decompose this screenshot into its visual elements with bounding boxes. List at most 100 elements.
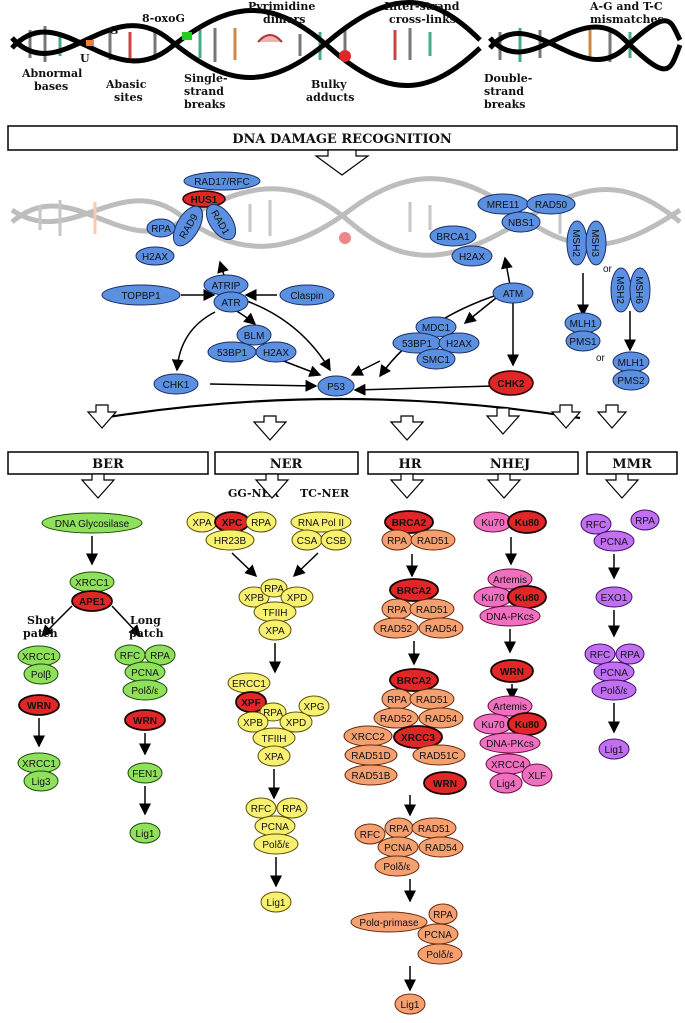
nhej-title: NHEJ: [490, 457, 530, 472]
hollow-arrows-top: [86, 404, 628, 441]
damage-interstrand-1: Inter-strand: [384, 0, 460, 13]
claspin-node[interactable]: [279, 284, 335, 306]
xpd2-node[interactable]: [279, 711, 313, 733]
rad51c-node-2[interactable]: [412, 744, 466, 766]
ner-lig1-label: Lig1: [267, 898, 286, 909]
brca1-node[interactable]: [429, 225, 477, 247]
dnapkcs-node-2[interactable]: [479, 732, 541, 754]
hus1-node[interactable]: [182, 190, 226, 208]
brca2-node-2[interactable]: [389, 578, 439, 602]
rad50-node[interactable]: [526, 193, 576, 215]
msh3-node[interactable]: [585, 220, 607, 266]
pms1-node[interactable]: [565, 330, 601, 352]
rpa-node[interactable]: [146, 218, 176, 238]
hr23b-node[interactable]: [205, 529, 255, 551]
dnapkcs-node-1[interactable]: [479, 605, 541, 627]
smc1-node[interactable]: [416, 348, 456, 370]
xpa2-node[interactable]: [258, 619, 292, 641]
ercc1-label: ERCC1: [232, 679, 266, 690]
msh6-node[interactable]: [629, 267, 651, 313]
ner-pol-node[interactable]: [253, 833, 299, 855]
brca2-node-3[interactable]: [389, 668, 439, 692]
hr-rad54c-node[interactable]: [418, 836, 464, 858]
hr-rad54b-node[interactable]: [418, 707, 464, 729]
rna-pol-node[interactable]: [290, 511, 352, 533]
hr-pol2-node[interactable]: [417, 943, 463, 965]
hr-rpa4-label: RPA: [389, 824, 409, 835]
sp-wrn-node[interactable]: [18, 694, 60, 716]
lig3-node[interactable]: [23, 770, 59, 792]
exo1-node[interactable]: [595, 586, 633, 608]
xlf-node[interactable]: [521, 763, 553, 787]
pms2-node[interactable]: [612, 369, 650, 391]
fen1-node[interactable]: [127, 762, 163, 784]
mmr-rfc2-node[interactable]: [584, 643, 616, 665]
rad17-rfc-node[interactable]: [183, 171, 261, 191]
hr-pol-node[interactable]: [374, 855, 420, 877]
rad51b-node-2[interactable]: [344, 764, 398, 786]
hr-rad54b-label: RAD54: [425, 714, 458, 725]
p53-node[interactable]: [317, 375, 355, 397]
hr-rad52a-node[interactable]: [373, 617, 419, 639]
artemis-node-2[interactable]: [487, 695, 533, 717]
csb-node[interactable]: [320, 529, 352, 551]
polb-node[interactable]: [23, 663, 59, 685]
ber-lig1-node[interactable]: [129, 822, 161, 844]
lp-wrn-node[interactable]: [124, 709, 166, 731]
hr-rad52b-node[interactable]: [373, 707, 419, 729]
xlf-label: XLF: [528, 771, 546, 782]
hr-lig1-node[interactable]: [394, 993, 426, 1015]
h2ax-node-4[interactable]: [438, 332, 480, 354]
hr-wrn-node[interactable]: [423, 771, 467, 795]
rad9-node[interactable]: [167, 201, 208, 250]
mmr-rpa-node[interactable]: [630, 509, 660, 531]
ner-lig1-node[interactable]: [260, 891, 292, 913]
mmr-rpa2-node[interactable]: [615, 643, 645, 665]
xpb2-node[interactable]: [237, 711, 269, 733]
ner-rpa-node[interactable]: [245, 511, 277, 533]
xpa3-node[interactable]: [257, 745, 291, 767]
xpg-node[interactable]: [298, 695, 330, 717]
ner-rpa4-node[interactable]: [276, 797, 308, 819]
mmr-pol-node[interactable]: [591, 679, 637, 701]
chk2-node[interactable]: [488, 370, 534, 396]
brca2-node-1[interactable]: [384, 510, 434, 534]
hr-rad54a-node[interactable]: [418, 617, 464, 639]
hr-pcna2-label: PCNA: [424, 930, 452, 941]
lig4-node[interactable]: [489, 772, 523, 794]
xrcc3-node[interactable]: [393, 725, 443, 749]
blm-node[interactable]: [236, 324, 272, 346]
hr-rfc-node[interactable]: [354, 823, 386, 845]
ner-rpa2-node[interactable]: [260, 578, 288, 598]
mmr-pcna-node[interactable]: [593, 530, 635, 552]
dna-glycosilase-node[interactable]: [41, 512, 143, 534]
pol-alpha-primase-node[interactable]: [350, 911, 428, 933]
nbs1-node[interactable]: [501, 211, 541, 233]
chk1-node[interactable]: [153, 373, 199, 395]
artemis-node-1[interactable]: [487, 568, 533, 590]
exo1-label: EXO1: [601, 593, 628, 604]
h2ax-node-3[interactable]: [451, 245, 493, 267]
mmr-lig1-node[interactable]: [598, 738, 630, 760]
rad1-node[interactable]: [201, 199, 242, 244]
atr-node[interactable]: [213, 291, 249, 313]
hr-rad51a-node[interactable]: [410, 529, 456, 551]
h2ax-node-2[interactable]: [255, 341, 297, 363]
nhej-wrn-node[interactable]: [490, 659, 534, 683]
lp-pol-node[interactable]: [122, 679, 168, 701]
topbp1-node[interactable]: [101, 284, 181, 306]
xpd-node[interactable]: [280, 586, 314, 608]
h2ax-node[interactable]: [135, 246, 175, 266]
ner-rfc-node[interactable]: [245, 797, 277, 819]
atm-node[interactable]: [492, 282, 534, 304]
or-label-2: or: [596, 353, 606, 364]
ner-rfc-label: RFC: [251, 804, 272, 815]
mmr-rfc-node[interactable]: [580, 513, 612, 535]
pms2-label: PMS2: [617, 376, 645, 387]
xpa3-label: XPA: [264, 752, 284, 763]
ape1-node[interactable]: [71, 590, 113, 612]
ku80-node-1[interactable]: [507, 510, 547, 534]
xpb-node[interactable]: [238, 586, 270, 608]
ner-rpa3-node[interactable]: [259, 702, 287, 722]
long-patch-2: patch: [129, 627, 164, 640]
